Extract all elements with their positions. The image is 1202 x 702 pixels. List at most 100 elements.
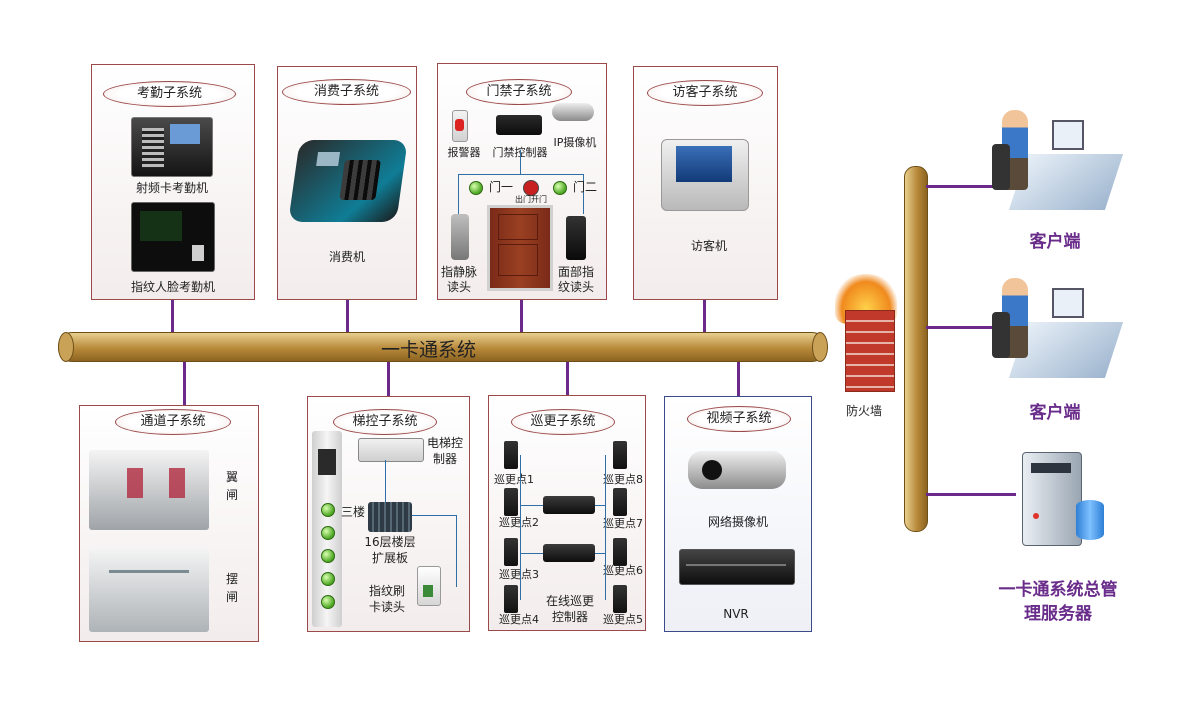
client-workstation-1 <box>988 104 1124 214</box>
door-panel-top <box>498 214 538 240</box>
exit-button <box>523 180 539 196</box>
network-camera-label: 网络摄像机 <box>707 515 768 529</box>
video-title: 视频子系统 <box>687 406 791 432</box>
patrol-controller-1 <box>543 496 595 514</box>
link-server <box>926 493 1016 496</box>
elevator-controller-label-2: 制器 <box>432 452 457 466</box>
rfid-attendance-device <box>131 117 213 177</box>
swing-gate-label-1: 摆 <box>225 572 238 586</box>
client-workstation-2 <box>988 272 1124 382</box>
face-attendance-label: 指纹人脸考勤机 <box>130 280 215 294</box>
bus-label: 一卡通系统 <box>381 339 477 361</box>
expansion-board-label-1: 16层楼层 <box>364 535 416 549</box>
door2-label: 门二 <box>572 180 597 194</box>
alarm-device <box>452 110 468 142</box>
wing-gate-image <box>89 450 209 530</box>
face-attendance-device <box>131 202 215 272</box>
fingerprint-reader-device <box>417 566 441 606</box>
server-icon <box>1016 446 1112 550</box>
access-wire-r <box>583 174 584 214</box>
wing-flap <box>127 468 143 498</box>
monitor <box>1052 288 1084 318</box>
elevator-controller-label-1: 电梯控 <box>426 436 463 450</box>
firewall-icon <box>831 274 903 394</box>
database-icon <box>1076 500 1104 540</box>
floor-button-2 <box>321 526 335 540</box>
patrol-title: 巡更子系统 <box>511 409 615 435</box>
nvr-panel-strip <box>686 564 786 566</box>
video-panel <box>664 396 812 632</box>
wing-flap <box>169 468 185 498</box>
vein-reader-label-1: 指静脉 <box>440 265 477 279</box>
floor-button-5 <box>321 595 335 609</box>
patrol-point-label-5: 巡更点5 <box>603 613 643 626</box>
patrol-point-label-7: 巡更点7 <box>603 517 643 530</box>
attendance-title: 考勤子系统 <box>103 81 236 107</box>
connector-video <box>737 360 740 396</box>
patrol-point-reader-8 <box>613 441 627 469</box>
system-bus: 一卡通系统 <box>58 332 826 362</box>
access-wire-c <box>520 150 521 174</box>
fingerprint-sensor <box>423 585 433 597</box>
connector-consumption <box>346 300 349 334</box>
server-label-1: 一卡通系统总管 <box>998 580 1118 600</box>
patrol-point-label-6: 巡更点6 <box>603 564 643 577</box>
patrol-point-reader-2 <box>504 488 518 516</box>
ip-camera-device <box>552 103 594 121</box>
link-client1 <box>926 185 994 188</box>
elevator-controller-device <box>358 438 424 462</box>
rfid-attendance-label: 射频卡考勤机 <box>135 181 208 195</box>
visitor-kiosk-label: 访客机 <box>690 239 727 253</box>
patrol-point-reader-6 <box>613 538 627 566</box>
client-label-1: 客户端 <box>1029 232 1081 252</box>
visitor-title: 访客子系统 <box>647 80 763 106</box>
connector-access <box>520 300 523 334</box>
nvr-device <box>679 549 795 585</box>
floor-button-4 <box>321 572 335 586</box>
patrol-point-label-1: 巡更点1 <box>494 473 534 486</box>
link-client2 <box>926 326 994 329</box>
face-reader-device <box>566 216 586 260</box>
bus-right-cap <box>812 332 828 362</box>
access-controller-device <box>496 115 542 135</box>
consumption-title: 消费子系统 <box>282 79 411 105</box>
pos-terminal <box>288 140 408 222</box>
server-led <box>1033 513 1039 519</box>
server-bay <box>1031 463 1071 473</box>
door1-label: 门一 <box>488 180 513 194</box>
swing-gate-label-2: 闸 <box>225 590 238 604</box>
pos-screen <box>316 152 341 166</box>
door-image <box>487 205 553 291</box>
connector-patrol <box>566 360 569 396</box>
network-trunk <box>904 166 928 532</box>
connector-attendance <box>171 300 174 334</box>
channel-title: 通道子系统 <box>115 409 231 435</box>
door1-indicator <box>469 181 483 195</box>
patrol-point-label-3: 巡更点3 <box>499 568 539 581</box>
connector-channel <box>183 360 186 406</box>
face-reader-label-1: 面部指 <box>557 265 594 279</box>
vein-reader-label-2: 读头 <box>446 280 471 294</box>
elevator-wire-2 <box>412 515 456 516</box>
patrol-point-reader-4 <box>504 585 518 613</box>
door-panel-bottom <box>498 244 538 276</box>
swing-arm <box>109 570 189 573</box>
patrol-wire-left <box>520 455 521 600</box>
door2-indicator <box>553 181 567 195</box>
fingerprint-reader-label-1: 指纹刷 <box>368 584 405 598</box>
visitor-kiosk <box>661 139 749 211</box>
access-wire-h <box>458 174 583 175</box>
floor-button-3 <box>321 549 335 563</box>
patrol-controller-label-1: 在线巡更 <box>545 594 594 608</box>
patrol-controller-2 <box>543 544 595 562</box>
kiosk-screen <box>676 146 732 182</box>
fingerprint-pad <box>192 245 204 261</box>
bus-left-cap <box>58 332 74 362</box>
fingerprint-reader-label-2: 卡读头 <box>368 600 405 614</box>
pos-label: 消费机 <box>328 250 365 264</box>
firewall-label: 防火墙 <box>845 404 882 418</box>
floor-display <box>318 449 336 475</box>
device-screen <box>140 211 182 241</box>
server-label-2: 理服务器 <box>1024 604 1092 624</box>
nvr-label: NVR <box>723 607 749 621</box>
